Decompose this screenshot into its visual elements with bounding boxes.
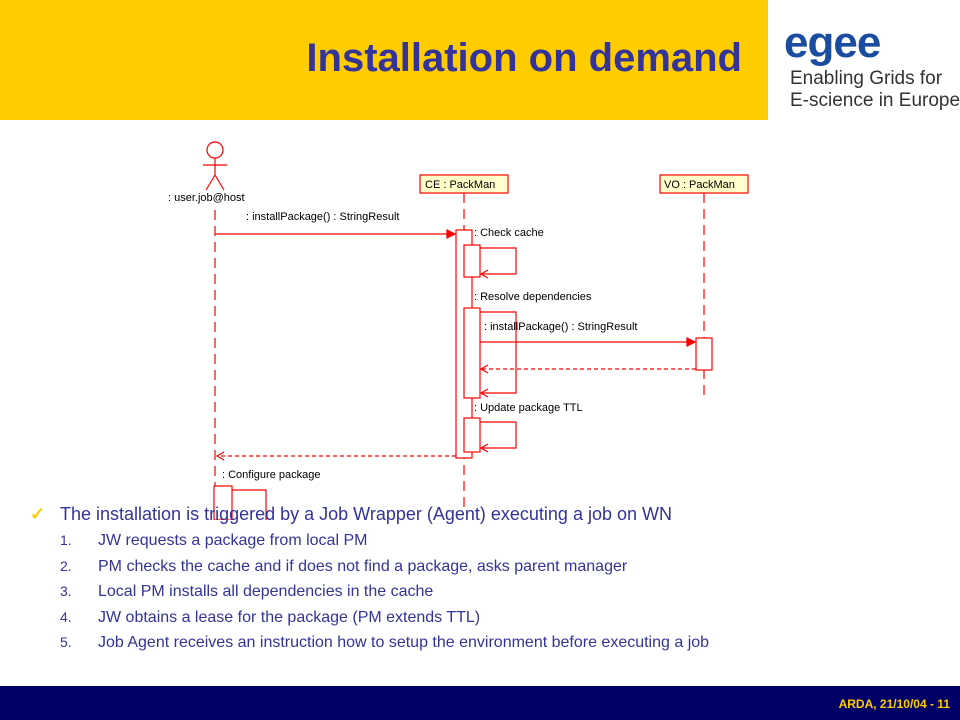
list-item: 1. JW requests a package from local PM xyxy=(30,528,950,554)
update-ttl-activation xyxy=(463,417,481,453)
egee-logo: egee Enabling Grids for E-science in Eur… xyxy=(784,18,960,113)
actor-activation xyxy=(213,485,233,520)
list-item: 3. Local PM installs all dependencies in… xyxy=(30,579,950,605)
actor-icon xyxy=(203,141,227,191)
logo-tagline-1: Enabling Grids for xyxy=(790,68,943,89)
msg-resolve-label: : Resolve dependencies xyxy=(474,291,592,303)
list-item-text: Local PM installs all dependencies in th… xyxy=(98,583,434,600)
msg-install-label: : installPackage() : StringResult xyxy=(246,211,399,223)
list-item-number: 4. xyxy=(60,608,72,625)
vo-packman-label: VO : PackMan xyxy=(664,179,735,191)
numbered-list: 1. JW requests a package from local PM 2… xyxy=(30,528,950,656)
configure-self-arrow xyxy=(232,489,267,520)
logo-tagline-2: E-science in Europe xyxy=(790,90,960,111)
msg-install-vo-label: : installPackage() : StringResult xyxy=(484,321,637,333)
list-item-text: Job Agent receives an instruction how to… xyxy=(98,634,710,651)
list-item: 5. Job Agent receives an instruction how… xyxy=(30,630,950,656)
title-bar xyxy=(0,0,768,120)
list-item-number: 2. xyxy=(60,557,72,574)
bullet-section: ✓ The installation is triggered by a Job… xyxy=(30,500,950,656)
list-item-text: JW requests a package from local PM xyxy=(98,532,368,549)
ce-packman-label: CE : PackMan xyxy=(425,179,495,191)
update-ttl-self-arrow xyxy=(480,421,517,449)
list-item-text: JW obtains a lease for the package (PM e… xyxy=(98,608,481,626)
list-item-text: PM checks the cache and if does not find… xyxy=(98,557,628,575)
msg-update-ttl-label: : Update package TTL xyxy=(474,402,583,414)
actor-label: : user.job@host xyxy=(168,192,245,204)
resolve-self-arrow xyxy=(480,311,517,394)
resolve-activation xyxy=(463,307,481,399)
main-bullet-text: The installation is triggered by a Job W… xyxy=(60,504,672,524)
footer-bar: ARDA, 21/10/04 - 11 xyxy=(0,686,960,720)
check-cache-self-arrow xyxy=(480,247,517,275)
msg-configure-label: : Configure package xyxy=(222,469,320,481)
footer-text: ARDA, 21/10/04 - 11 xyxy=(838,697,950,711)
slide-title: Installation on demand xyxy=(306,36,742,80)
list-item: 2. PM checks the cache and if does not f… xyxy=(30,554,950,580)
sequence-diagram: : user.job@host CE : PackMan VO : PackMa… xyxy=(168,141,749,520)
list-item: 4. JW obtains a lease for the package (P… xyxy=(30,605,950,631)
list-item-number: 1. xyxy=(60,532,72,548)
main-bullet: ✓ The installation is triggered by a Job… xyxy=(30,500,950,528)
list-item-number: 3. xyxy=(60,583,72,599)
list-item-number: 5. xyxy=(60,634,72,650)
checkmark-icon: ✓ xyxy=(30,504,46,524)
check-cache-activation xyxy=(463,244,481,278)
vo-activation xyxy=(695,337,713,371)
msg-check-cache-label: : Check cache xyxy=(474,227,544,239)
logo-brand: egee xyxy=(784,18,881,67)
